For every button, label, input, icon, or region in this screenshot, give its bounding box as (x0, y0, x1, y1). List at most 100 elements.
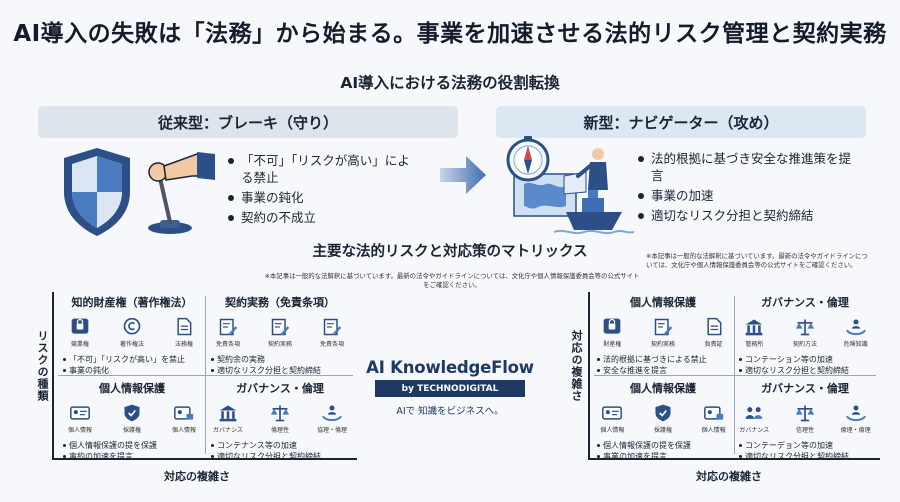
icon-label: 採護権 (654, 427, 673, 434)
matrix-cell-bullet: 適切なリスク分担と契約締結 (738, 451, 872, 462)
transition-arrow-icon (440, 156, 486, 194)
right-matrix-y-label: 対応の複雑さ (570, 330, 583, 402)
icon-label: ガバナンス (213, 427, 243, 434)
icon-label: 危険知識 (843, 341, 868, 348)
left-matrix-x-label: 対応の複雑さ (164, 470, 230, 483)
new-model-bullet: 事業の加速 (638, 187, 858, 204)
right-matrix-y-axis (588, 292, 590, 458)
new-model-bullet: 適切なリスク分担と契約締結 (638, 207, 858, 224)
matrix-cell-icons: 個人情報 採護権 個人情報 (62, 403, 202, 434)
matrix-note-right: ※本記事は一般的な法解釈に基づいています。最新の法令やガイドラインについては、文… (646, 252, 868, 269)
left-matrix-x-axis (52, 458, 357, 460)
hand-people-icon: 倫理・倫理 (839, 403, 872, 434)
matrix-cell-icons: 競業権 著作権法 法務権 (62, 317, 202, 348)
new-model-header: 新型：ナビゲーター（攻め） (496, 106, 866, 138)
building-icon: ガバナンス (211, 403, 245, 434)
traditional-bullet: 「不可」「リスクが高い」による禁止 (228, 152, 418, 186)
icon-label: 個人情報 (67, 427, 92, 434)
matrix-cell-bullet: 適切なリスク分担と契約締結 (210, 451, 350, 462)
left-matrix-cell: ガバナンス・倫理ガバナンス 倫理性 協理・倫理コンテナンス等の加速適切なリスク分担と… (210, 380, 350, 462)
matrix-cell-bullet: 法的根拠に基づきによる禁止 (596, 354, 730, 365)
left-matrix-y-axis (52, 292, 54, 458)
icon-label: 財産権 (603, 341, 622, 348)
right-matrix-divider-h (594, 375, 876, 376)
matrix-cell-bullets: コンテナンス等の加速適切なリスク分担と契約締結 (210, 440, 350, 462)
icon-label: 個人情報 (701, 427, 726, 434)
left-matrix-cell: 契約実務（免責条項）免責条項契約実務免責条項契約余の実務適切なリスク分担と契約締… (210, 294, 350, 376)
matrix-cell-icons: 個人情報採護権個人情報 (596, 403, 730, 434)
icon-label: 倫理・倫理 (840, 427, 871, 434)
matrix-cell-title: 個人情報保護 (630, 382, 696, 395)
matrix-cell-icons: 管務所 契約方法 危険知識 (738, 317, 872, 348)
matrix-note-center: ※本記事は一般的な法解釈に基づいています。最新の法令やガイドラインについては、文… (264, 272, 640, 289)
brand-by: by TECHNODIGITAL (375, 380, 525, 397)
icon-label: 免責条項 (319, 341, 344, 348)
matrix-cell-bullet: コンテナンス等の加速 (210, 440, 350, 451)
icon-label: 負責証 (704, 341, 723, 348)
icon-label: 信理性 (796, 427, 815, 434)
shield-brake-icon (64, 148, 215, 236)
right-matrix-x-axis (588, 458, 880, 460)
contract-icon: 契約実務 (647, 317, 680, 348)
id-card-icon: 個人情報 (596, 403, 629, 434)
left-matrix-cell: 知的財産権（著作権法） 競業権 著作権法 法務権「不可」「リスクが高い」を禁止事業の鈍… (62, 294, 202, 376)
id-lock-icon: 個人情報 (697, 403, 730, 434)
right-matrix-cell: ガバナンス・倫理ガバナンス 信理性 倫理・倫理コンテーデョン等の加速適切なリスク分担… (738, 380, 872, 462)
icon-label: 免責条項 (215, 341, 240, 348)
right-matrix-cell: ガバナンス・倫理管務所 契約方法 危険知識コンテーション等の加速適切なリスク分担と契… (738, 294, 872, 376)
right-matrix-x-label: 対応の複雑さ (696, 470, 762, 483)
icon-label: 契約実務 (651, 341, 676, 348)
icon-label: 契約方法 (793, 341, 818, 348)
icon-label: 協理・倫理 (316, 427, 347, 434)
compass-ship-icon (506, 136, 634, 235)
scale-icon: 契約方法 (789, 317, 822, 348)
copyright-icon: 著作権法 (115, 317, 149, 348)
matrix-cell-bullets: 「不可」「リスクが高い」を禁止事業の鈍化 (62, 354, 202, 376)
left-matrix-divider-h (58, 375, 353, 376)
matrix-cell-bullet: 事業の鈍化 (62, 365, 202, 376)
matrix-cell-bullet: 事業の加速を提言 (596, 451, 730, 462)
icon-label: ガバナンス (739, 427, 770, 434)
matrix-cell-title: 知的財産権（著作権法） (71, 296, 193, 309)
matrix-cell-bullet: 契約余の実務 (210, 354, 350, 365)
new-model-bullets: 法的根拠に基づき安全な推進策を提言 事業の加速 適切なリスク分担と契約締結 (638, 150, 858, 227)
icon-label: 著作権法 (119, 341, 144, 348)
document-icon: 法務権 (167, 317, 201, 348)
icon-label: 競業権 (70, 341, 89, 348)
matrix-cell-bullets: 個人情報保護の提を保護事約の加速を提言 (62, 440, 202, 462)
matrix-cell-icons: ガバナンス 倫理性 協理・倫理 (210, 403, 350, 434)
traditional-bullet: 契約の不成立 (228, 209, 418, 226)
matrix-cell-title: ガバナンス・倫理 (236, 382, 324, 395)
icon-label: 採護権 (122, 427, 141, 434)
matrix-cell-bullets: 契約余の実務適切なリスク分担と契約締結 (210, 354, 350, 376)
matrix-cell-bullet: コンテーデョン等の加速 (738, 440, 872, 451)
matrix-cell-bullet: 適切なリスク分担と契約締結 (738, 365, 872, 376)
traditional-bullet: 事業の鈍化 (228, 189, 418, 206)
matrix-cell-bullet: 個人情報保護の提を保護 (62, 440, 202, 451)
left-matrix-cell: 個人情報保護個人情報採護権個人情報個人情報保護の提を保護事約の加速を提言 (62, 380, 202, 462)
matrix-cell-bullet: 適切なリスク分担と契約締結 (210, 365, 350, 376)
icon-label: 倫理性 (270, 427, 289, 434)
building-icon: 管務所 (738, 317, 771, 348)
id-lock-icon: 個人情報 (167, 403, 201, 434)
matrix-cell-icons: 免責条項 契約実務 免責条項 (210, 317, 350, 348)
people-icon: ガバナンス (738, 403, 771, 434)
matrix-cell-bullet: 事約の加速を提言 (62, 451, 202, 462)
matrix-cell-title: ガバナンス・倫理 (761, 296, 849, 309)
shield-icon: 採護権 (115, 403, 149, 434)
matrix-cell-bullet: コンテーション等の加速 (738, 354, 872, 365)
matrix-cell-title: ガバナンス・倫理 (761, 382, 849, 395)
matrix-cell-icons: 財産権 契約実務 負責証 (596, 317, 730, 348)
right-matrix-cell: 個人情報保護財産権 契約実務 負責証法的根拠に基づきによる禁止安全な推進を提言 (596, 294, 730, 376)
left-matrix-y-label: リスクの種類 (36, 330, 49, 402)
matrix-cell-title: 個人情報保護 (630, 296, 696, 309)
icon-label: 管務所 (745, 341, 764, 348)
matrix-cell-bullets: コンテーデョン等の加速適切なリスク分担と契約締結 (738, 440, 872, 462)
matrix-cell-bullet: 「不可」「リスクが高い」を禁止 (62, 354, 202, 365)
icon-label: 個人情報 (171, 427, 196, 434)
contract-icon: 免責条項 (211, 317, 245, 348)
right-matrix-cell: 個人情報保護個人情報採護権個人情報個人情報保護の提を保護事業の加速を提言 (596, 380, 730, 462)
icon-label: 契約実務 (267, 341, 292, 348)
matrix-cell-bullets: 法的根拠に基づきによる禁止安全な推進を提言 (596, 354, 730, 376)
matrix-cell-icons: ガバナンス 信理性 倫理・倫理 (738, 403, 872, 434)
